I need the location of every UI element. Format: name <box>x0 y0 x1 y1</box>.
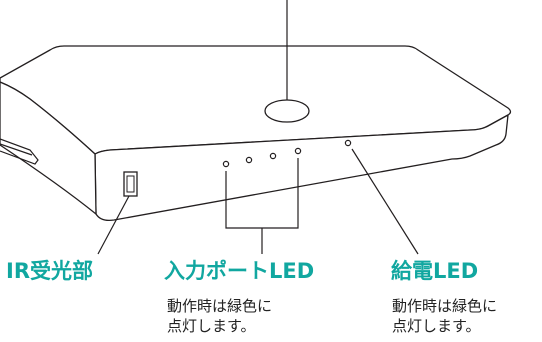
input-port-led-description: 動作時は緑色に 点灯します。 <box>167 296 272 336</box>
power-led-description: 動作時は緑色に 点灯します。 <box>392 296 497 336</box>
power-led-description-line-2: 点灯します。 <box>392 317 481 335</box>
power-led-label: 給電LED <box>391 259 479 283</box>
top-button <box>264 99 310 123</box>
device-left-face <box>0 81 97 215</box>
power-leader-line <box>351 148 419 255</box>
power-led <box>344 139 352 147</box>
input-port-led-4 <box>294 147 302 155</box>
ir-receiver-lens <box>126 175 135 193</box>
ir-receiver-label: IR受光部 <box>6 259 93 283</box>
input-port-led-description-line-1: 動作時は緑色に <box>167 297 273 315</box>
input-port-led-2 <box>245 156 253 164</box>
input-port-led-1 <box>222 160 230 168</box>
card-slot <box>0 138 39 165</box>
input-port-led-description-line-2: 点灯します。 <box>167 317 256 335</box>
ir-leader-line <box>97 195 130 255</box>
device-front-face <box>94 114 509 222</box>
input-port-led-3 <box>269 152 277 160</box>
card-slot-inner <box>0 143 33 156</box>
power-led-description-line-1: 動作時は緑色に <box>392 297 498 315</box>
input-port-led-label: 入力ポートLED <box>164 259 315 283</box>
